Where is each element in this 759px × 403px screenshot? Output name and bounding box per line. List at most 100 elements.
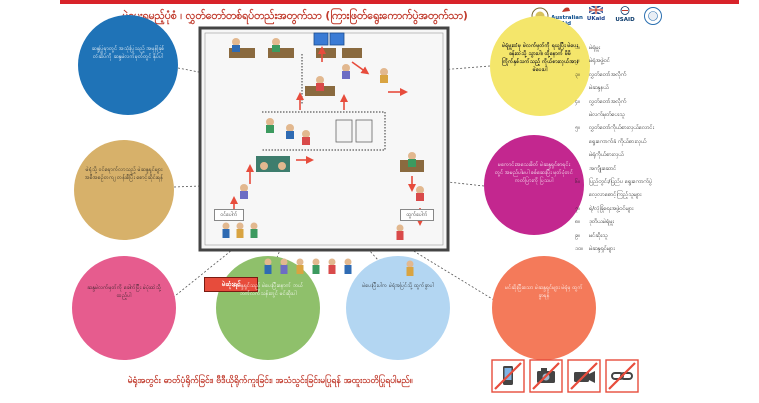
- person: [312, 258, 320, 266]
- person: [328, 265, 336, 274]
- instruction-circle-3: [74, 140, 174, 240]
- legend-label: လွှတ်တော်ကိုယ်စားလှယ်လောင်း: [589, 125, 655, 132]
- legend-number: ၈။: [575, 219, 580, 226]
- ukaid-text: UKaid: [586, 16, 606, 22]
- person: [406, 260, 414, 268]
- voting-booth: [355, 119, 373, 143]
- person: [250, 229, 258, 238]
- circle-text-1: ဆန္ဒပြုရာတွင် အသုံးပြုသည့် အမှန်ခြစ်တံဆိ…: [91, 46, 165, 60]
- legend-number: ၄။: [575, 98, 580, 105]
- officer-desk: [229, 48, 255, 58]
- person: [236, 229, 244, 238]
- person: [236, 222, 244, 230]
- person: [380, 75, 388, 83]
- exit-door-label: ထွက်ပေါက်: [400, 209, 434, 221]
- logo-5: [643, 6, 663, 26]
- top-accent-bar: [60, 0, 739, 4]
- legend-label: လွှတ်တော်အလိုက်: [589, 98, 627, 105]
- person: [408, 159, 416, 167]
- footer-warning: မဲရုံအတွင်း ဓာတ်ပုံရိုက်ခြင်း၊ ဗီဒီယိုရိ…: [127, 376, 413, 386]
- person: [302, 137, 310, 145]
- legend-number: ၆။: [575, 179, 580, 185]
- legend-label: အကျိုးဆောင်: [589, 165, 617, 172]
- legend-label: ရဲ/လုံခြုံရေးအဖွဲ့ဝင်များ: [589, 205, 634, 212]
- person: [416, 193, 424, 201]
- polling-room: [198, 26, 450, 276]
- legend: ၁။မဲရုံမှူး၂။မဲရုံအဖွဲ့ဝင်၃။လွှတ်တော်အလိ…: [575, 45, 735, 263]
- circle-text-3: မဲရုံသို့ ဝင်ရောက်လာသည့် မဲဆန္ဒရှင်များ …: [84, 167, 164, 181]
- ballot-box: [313, 32, 329, 46]
- instruction-circle-7: [346, 256, 450, 360]
- no-link-icon: [605, 359, 639, 393]
- person: [232, 45, 240, 52]
- circle-text-6: မဲဆန္ဒရှင်သည် မဲပေးပြီးနောက် ဘယ်ဘက်လက်သန…: [232, 283, 304, 297]
- legend-number: ၇။: [575, 205, 580, 212]
- legend-label: မဲလက်မှတ်ပေးသူ: [589, 112, 625, 118]
- person: [342, 64, 350, 72]
- ukaid-logo: UKaid: [584, 5, 608, 26]
- no-camera-icon: [529, 359, 563, 393]
- circle-text-5: ဆန္ဒမဲလက်မှတ်ကို ခေါက်ပြီး မဲပုံးထဲသို့ …: [87, 285, 161, 299]
- person: [342, 71, 350, 79]
- usaid-seal-icon: [620, 6, 630, 15]
- person: [406, 267, 414, 276]
- instruction-circle-2: [490, 16, 590, 116]
- person: [296, 265, 304, 274]
- person: [408, 152, 416, 160]
- legend-label: ပြည်တွင်း/ပြည်ပ ရွေးကောက်ပွဲ: [589, 179, 653, 185]
- person: [316, 76, 324, 84]
- circle-text-4: မကောင်းအသေးစိတ် မဲဆန္ဒရှင်စာရင်းတွင် အမည…: [494, 162, 574, 184]
- connector-line: [411, 249, 495, 301]
- person: [312, 265, 320, 274]
- person: [250, 222, 258, 230]
- legend-number: ၁။: [575, 45, 580, 51]
- instruction-circle-1: [78, 15, 178, 115]
- legend-number: ၂။: [575, 58, 580, 65]
- person: [222, 229, 230, 238]
- instruction-circle-5: [72, 256, 176, 360]
- person: [232, 38, 240, 46]
- people: [222, 38, 424, 276]
- person: [266, 125, 274, 133]
- person: [380, 68, 388, 76]
- queue-partition-line: [262, 111, 386, 151]
- person: [344, 265, 352, 274]
- person: [272, 38, 280, 46]
- legend-number: ၃။: [575, 71, 580, 78]
- officer-desk: [316, 48, 336, 58]
- kangaroo-icon: [562, 7, 570, 12]
- person: [286, 131, 294, 139]
- legend-label: မဲဆန္ဒနယ်: [589, 85, 609, 92]
- page-title: မဲပေးရမည့်ပုံစံ ၊ လွှတ်တော်တစ်ရပ်တည်းအတွ…: [122, 10, 468, 22]
- legend-label: မဲရုံမှူး: [589, 45, 601, 51]
- legend-label: ရွေးကောက်ခံ ကိုယ်စားလှယ်: [589, 138, 647, 145]
- ballot-box: [329, 32, 345, 46]
- person: [286, 124, 294, 132]
- no-video-camera-icon: [567, 359, 601, 393]
- person: [416, 186, 424, 194]
- person: [278, 162, 286, 170]
- person: [396, 224, 404, 232]
- legend-label: ဒုတိယမဲရုံမှူး: [589, 219, 614, 226]
- connector-line: [169, 249, 233, 301]
- legend-label: လွှတ်တော်အလိုက်: [589, 71, 627, 78]
- legend-label: မဲဆန္ဒရှင်များ: [589, 246, 615, 252]
- entrance-label: ဝင်ပေါက်: [214, 209, 244, 221]
- legend-label: မဲရုံကိုယ်စားလှယ်: [589, 152, 624, 159]
- person: [264, 265, 272, 274]
- officer-desk: [268, 48, 294, 58]
- legend-label: လေ့လာစောင့်ကြည့်သူများ: [589, 192, 642, 199]
- person: [266, 118, 274, 126]
- instruction-circle-4: [484, 135, 584, 235]
- legend-number: ၁၀။: [575, 246, 583, 252]
- person: [280, 258, 288, 266]
- person: [316, 83, 324, 91]
- union-jack-icon: [588, 5, 604, 15]
- circle-text-8: မင်ဆိုးပြီးသော မဲဆန္ဒရှင်များ မဲရုံမှ ထွ…: [505, 285, 583, 299]
- person: [296, 258, 304, 266]
- person: [328, 258, 336, 266]
- no-phone-icon: [491, 359, 525, 393]
- legend-label: မင်ဆိုးသူ: [589, 232, 608, 239]
- ballot-boxes: [313, 32, 345, 46]
